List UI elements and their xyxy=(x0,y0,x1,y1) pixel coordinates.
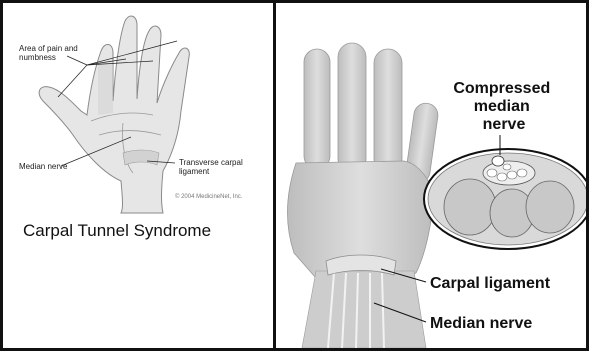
right-anatomy-drawing: Compressed median nerve Carpal ligament … xyxy=(276,3,586,348)
compressed-nerve-marker xyxy=(492,156,504,166)
right-forearm xyxy=(302,271,426,348)
label-compressed-median-nerve: Compressed median nerve xyxy=(453,80,554,133)
label-transverse-carpal-ligament: Transverse carpal ligament xyxy=(179,158,245,176)
label-median-nerve-right: Median nerve xyxy=(430,315,532,332)
label-carpal-ligament: Carpal ligament xyxy=(430,275,551,292)
right-panel-carpal-anatomy: Compressed median nerve Carpal ligament … xyxy=(276,3,586,348)
diagram-title: Carpal Tunnel Syndrome xyxy=(23,221,273,241)
cross-section-wrist xyxy=(424,149,586,249)
left-panel-hand-illustration: Area of pain and numbness Median nerve T… xyxy=(3,3,273,348)
copyright-text: © 2004 MedicineNet, Inc. xyxy=(175,193,243,200)
label-median-nerve-left: Median nerve xyxy=(19,162,68,171)
label-area-of-pain: Area of pain and numbness xyxy=(19,44,80,62)
left-hand-drawing: Area of pain and numbness Median nerve T… xyxy=(3,3,273,348)
